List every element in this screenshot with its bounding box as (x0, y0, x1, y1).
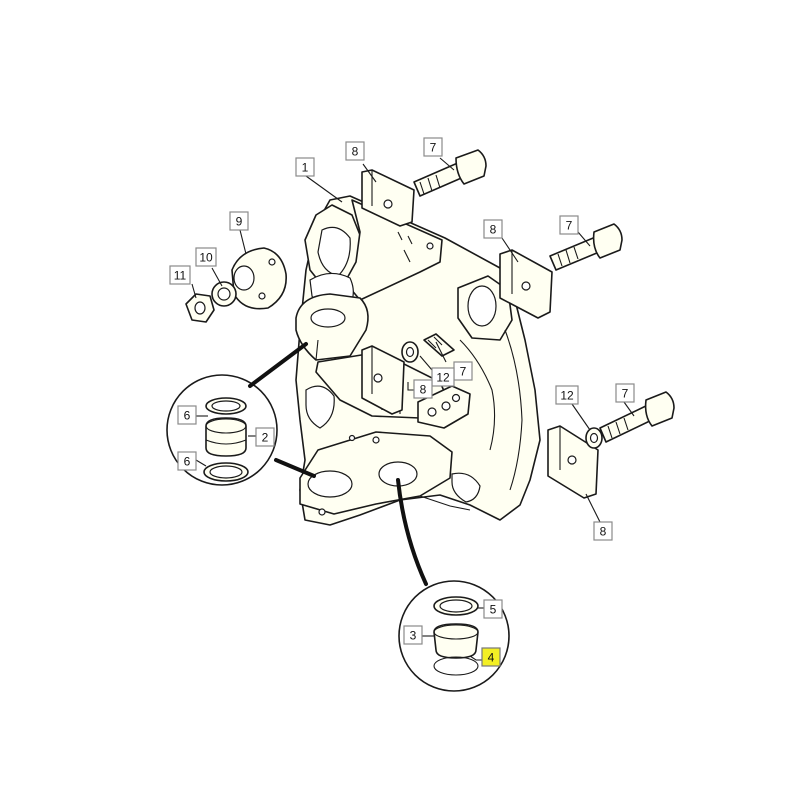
svg-text:8: 8 (420, 383, 427, 397)
bolt-middle (423, 333, 455, 357)
callout-5: 5 (483, 599, 503, 619)
svg-text:12: 12 (436, 371, 450, 385)
svg-text:7: 7 (566, 219, 573, 233)
svg-text:9: 9 (236, 215, 243, 229)
nut (185, 293, 215, 323)
callout-12-middle: 12 (431, 367, 455, 387)
svg-text:12: 12 (560, 389, 574, 403)
callout-3: 3 (403, 625, 423, 645)
svg-text:3: 3 (410, 629, 417, 643)
cam-part (231, 247, 287, 310)
zoom-line-bottom (396, 478, 428, 586)
zoom-line-left-lower (274, 458, 316, 478)
callout-8-upper-right: 8 (483, 219, 503, 239)
svg-text:6: 6 (184, 409, 191, 423)
main-housing (295, 195, 541, 526)
svg-text:5: 5 (490, 603, 497, 617)
callout-10: 10 (195, 247, 217, 267)
svg-text:4: 4 (488, 651, 495, 665)
svg-text:6: 6 (184, 455, 191, 469)
callout-6-upper: 6 (177, 405, 197, 425)
callout-7-upper-right: 7 (559, 215, 579, 235)
callout-2: 2 (255, 427, 275, 447)
callout-7-lower-right: 7 (615, 383, 635, 403)
callout-7-top: 7 (423, 137, 443, 157)
svg-text:7: 7 (430, 141, 437, 155)
washer-middle (401, 341, 419, 363)
callout-4-highlighted[interactable]: 4 (481, 647, 501, 667)
svg-text:11: 11 (174, 269, 187, 283)
callout-9: 9 (229, 211, 249, 231)
callout-1: 1 (295, 157, 315, 177)
callout-6-lower: 6 (177, 451, 197, 471)
callout-12-lower-right: 12 (555, 385, 579, 405)
callout-7-middle: 7 (453, 361, 473, 381)
callout-11: 11 (169, 265, 191, 285)
plate-middle (361, 345, 405, 415)
lock-washer (211, 281, 237, 307)
callout-8-lower-right: 8 (593, 521, 613, 541)
bolt-upper-right (549, 223, 623, 271)
svg-text:2: 2 (262, 431, 269, 445)
bolt-lower-right (599, 391, 675, 443)
svg-text:8: 8 (600, 525, 607, 539)
svg-text:7: 7 (622, 387, 629, 401)
callout-8-middle: 8 (413, 379, 433, 399)
bolt-top (413, 149, 487, 197)
zoom-line-left-upper (248, 342, 308, 388)
washer-lower-right (585, 427, 603, 449)
callout-8-top: 8 (345, 141, 365, 161)
plate-upper-right (499, 249, 553, 319)
svg-text:7: 7 (460, 365, 467, 379)
svg-text:8: 8 (490, 223, 497, 237)
plate-top (361, 169, 415, 227)
plate-lower-right (547, 425, 599, 499)
leader-lines (191, 157, 635, 661)
svg-text:10: 10 (199, 251, 213, 265)
svg-text:8: 8 (352, 145, 359, 159)
svg-text:1: 1 (302, 161, 309, 175)
